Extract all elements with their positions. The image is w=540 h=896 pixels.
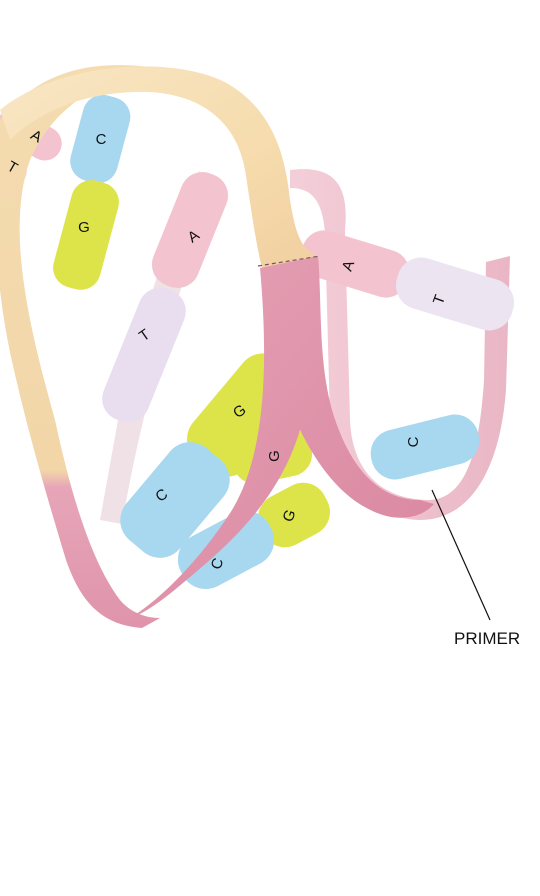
base-rod — [96, 281, 193, 429]
base-letter: C — [405, 436, 422, 447]
base-letter: G — [78, 219, 90, 236]
base-letter: C — [96, 131, 107, 148]
backbone-strand-top-arch — [0, 66, 318, 268]
base-letter: G — [266, 450, 283, 462]
callout-leader-line — [432, 490, 490, 620]
callout-label-primer: PRIMER — [454, 629, 520, 648]
